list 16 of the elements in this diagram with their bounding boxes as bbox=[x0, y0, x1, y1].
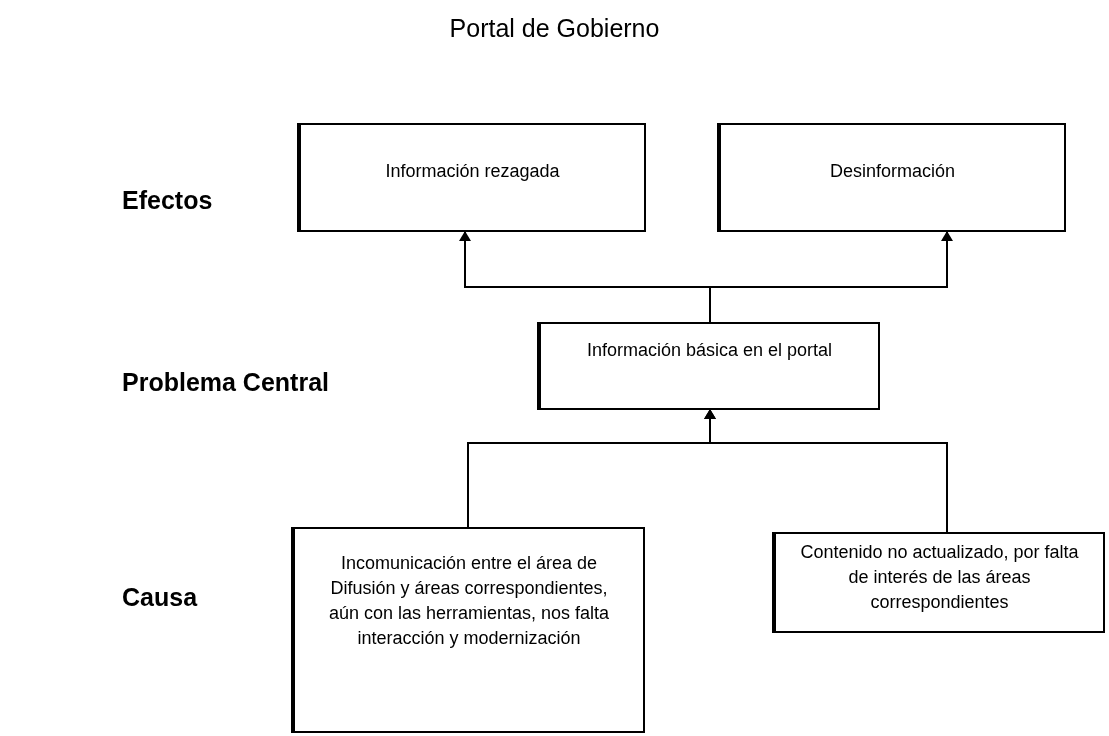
text-box bbox=[297, 123, 646, 232]
box-text: Contenido no actualizado, por falta de interés de las áreas correspondientes bbox=[799, 541, 1080, 614]
arrow bbox=[709, 231, 953, 323]
text-box bbox=[537, 322, 880, 410]
box-text: Información básica en el portal bbox=[585, 339, 834, 362]
title: Portal de Gobierno bbox=[449, 13, 660, 44]
box-text: Incomunicación entre el área de Difusión y áreas correspondientes, aún con las herramientas, nos falta interacción y modernización bbox=[327, 552, 611, 650]
text-box bbox=[717, 123, 1066, 232]
text-box bbox=[291, 527, 645, 733]
row-label: Causa bbox=[122, 582, 198, 613]
row-label: Problema Central bbox=[122, 367, 329, 398]
box-text: Desinformación bbox=[828, 160, 957, 183]
text-box bbox=[772, 532, 1105, 633]
row-label: Efectos bbox=[122, 185, 213, 216]
arrow bbox=[704, 409, 948, 533]
box-text: Información rezagada bbox=[384, 160, 561, 183]
